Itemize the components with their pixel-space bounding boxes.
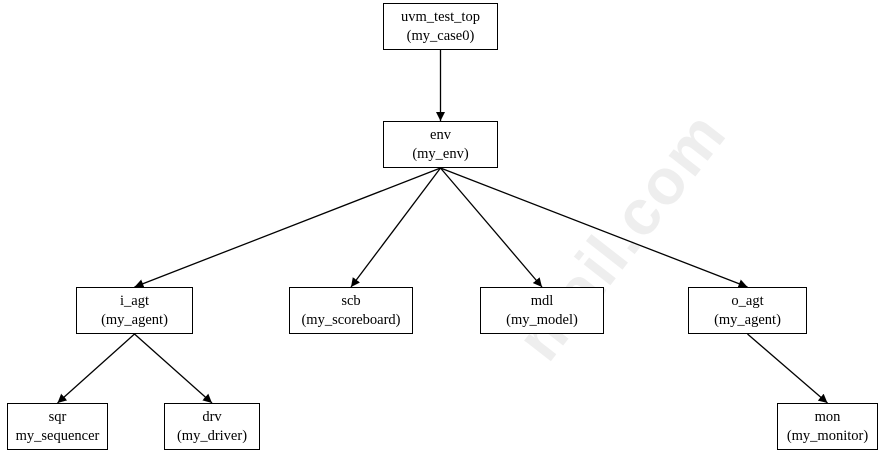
node-name: env: [430, 126, 451, 143]
edge-i_agt-to-sqr: [57, 333, 135, 404]
node-name: drv: [202, 408, 222, 425]
node-type: (my_monitor): [786, 427, 869, 444]
node-type: (my_scoreboard): [301, 311, 401, 328]
node-name: mdl: [530, 292, 554, 309]
node-mon: mon (my_monitor): [777, 403, 878, 450]
node-drv: drv (my_driver): [164, 403, 260, 450]
node-o-agt: o_agt (my_agent): [688, 287, 807, 334]
node-env: env (my_env): [383, 121, 498, 168]
edge-env-to-mdl: [440, 167, 543, 288]
node-name: mon: [814, 408, 841, 425]
edge-env-to-i_agt: [134, 167, 441, 288]
node-mdl: mdl (my_model): [480, 287, 604, 334]
node-type: (my_driver): [176, 427, 248, 444]
node-uvm-test-top: uvm_test_top (my_case0): [383, 3, 498, 50]
node-type: my_sequencer: [15, 427, 100, 444]
node-sqr: sqr my_sequencer: [7, 403, 108, 450]
node-name: o_agt: [731, 292, 764, 309]
node-type: (my_env): [412, 145, 469, 162]
node-i-agt: i_agt (my_agent): [76, 287, 193, 334]
node-name: sqr: [48, 408, 67, 425]
node-name: uvm_test_top: [401, 8, 480, 25]
edge-env-to-o_agt: [440, 167, 748, 288]
node-name: scb: [341, 292, 361, 309]
node-type: (my_case0): [406, 27, 475, 44]
node-name: i_agt: [120, 292, 149, 309]
node-scb: scb (my_scoreboard): [289, 287, 413, 334]
node-type: (my_agent): [101, 311, 168, 328]
node-type: (my_agent): [714, 311, 781, 328]
node-type: (my_model): [506, 311, 578, 328]
edge-o_agt-to-mon: [747, 333, 828, 404]
edge-i_agt-to-drv: [134, 333, 213, 404]
edge-env-to-scb: [350, 167, 442, 288]
